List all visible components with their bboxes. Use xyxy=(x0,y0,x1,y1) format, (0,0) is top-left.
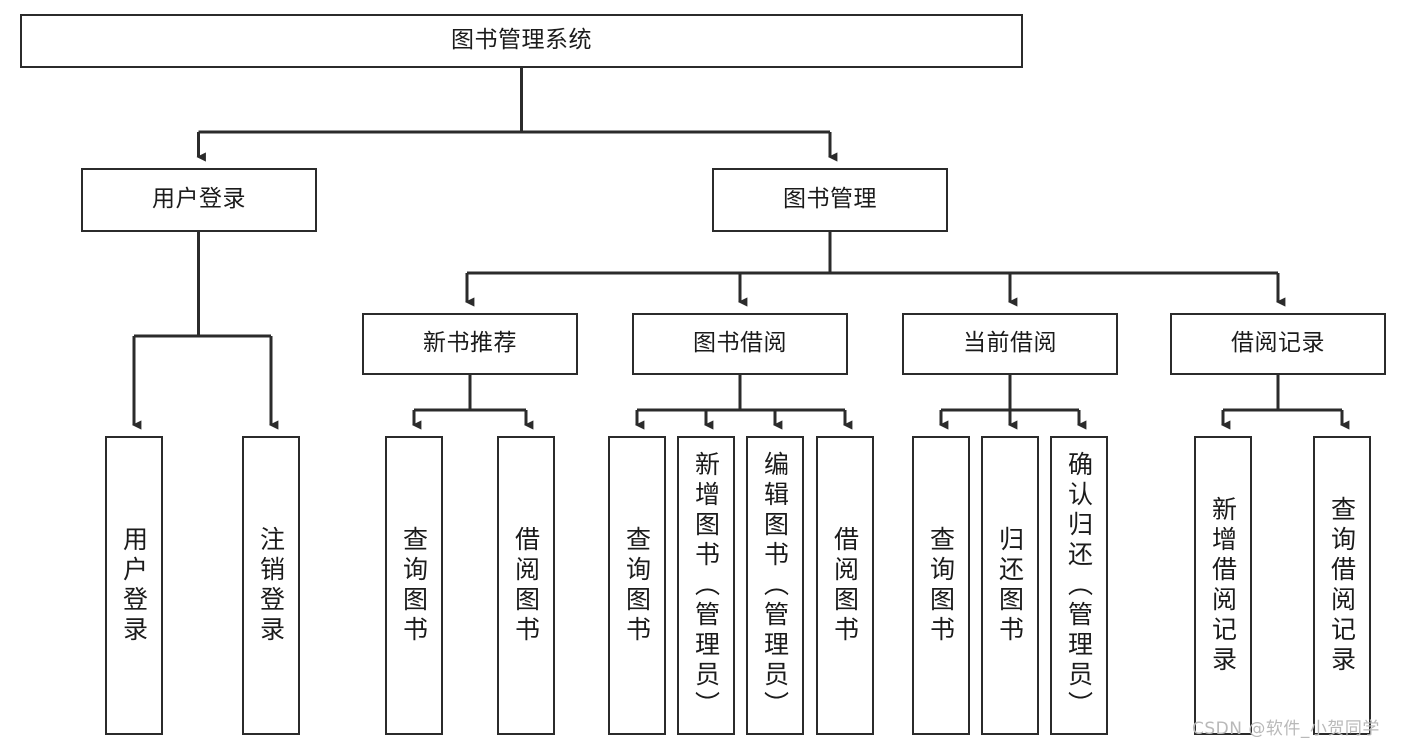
node-label: 新书推荐 xyxy=(423,330,517,357)
node-label: 查询图书 xyxy=(622,525,652,646)
node-leaf-query-record[interactable]: 查询借阅记录 xyxy=(1313,436,1371,735)
node-leaf-query-book-2[interactable]: 查询图书 xyxy=(608,436,666,735)
node-label: 图书管理 xyxy=(783,186,877,213)
node-borrow-record[interactable]: 借阅记录 xyxy=(1170,313,1386,375)
node-book-management-system[interactable]: 图书管理系统 xyxy=(20,14,1023,68)
node-label: 用户登录 xyxy=(119,525,149,646)
node-label: 新增图书（管理员） xyxy=(691,450,721,721)
node-user-login[interactable]: 用户登录 xyxy=(81,168,317,232)
node-leaf-query-book-3[interactable]: 查询图书 xyxy=(912,436,970,735)
node-label: 归还图书 xyxy=(995,525,1025,646)
node-label: 查询图书 xyxy=(926,525,956,646)
node-label: 借阅图书 xyxy=(830,525,860,646)
node-leaf-confirm-return[interactable]: 确认归还（管理员） xyxy=(1050,436,1108,735)
node-label: 查询图书 xyxy=(399,525,429,646)
node-label: 查询借阅记录 xyxy=(1327,495,1357,676)
node-leaf-logout-login[interactable]: 注销登录 xyxy=(242,436,300,735)
node-leaf-borrow-book-2[interactable]: 借阅图书 xyxy=(816,436,874,735)
node-label: 借阅记录 xyxy=(1231,330,1325,357)
node-label: 图书借阅 xyxy=(693,330,787,357)
node-book-borrow[interactable]: 图书借阅 xyxy=(632,313,848,375)
node-leaf-add-record[interactable]: 新增借阅记录 xyxy=(1194,436,1252,735)
node-leaf-user-login[interactable]: 用户登录 xyxy=(105,436,163,735)
node-label: 新增借阅记录 xyxy=(1208,495,1238,676)
node-leaf-query-book-1[interactable]: 查询图书 xyxy=(385,436,443,735)
node-leaf-borrow-book-1[interactable]: 借阅图书 xyxy=(497,436,555,735)
node-leaf-add-book[interactable]: 新增图书（管理员） xyxy=(677,436,735,735)
node-label: 借阅图书 xyxy=(511,525,541,646)
node-label: 注销登录 xyxy=(256,525,286,646)
node-label: 确认归还（管理员） xyxy=(1064,450,1094,721)
node-label: 编辑图书（管理员） xyxy=(760,450,790,721)
node-new-book-recommend[interactable]: 新书推荐 xyxy=(362,313,578,375)
node-label: 用户登录 xyxy=(152,186,246,213)
node-leaf-return-book[interactable]: 归还图书 xyxy=(981,436,1039,735)
node-leaf-edit-book[interactable]: 编辑图书（管理员） xyxy=(746,436,804,735)
node-label: 当前借阅 xyxy=(963,330,1057,357)
node-current-borrow[interactable]: 当前借阅 xyxy=(902,313,1118,375)
node-label: 图书管理系统 xyxy=(451,27,592,54)
node-book-management[interactable]: 图书管理 xyxy=(712,168,948,232)
